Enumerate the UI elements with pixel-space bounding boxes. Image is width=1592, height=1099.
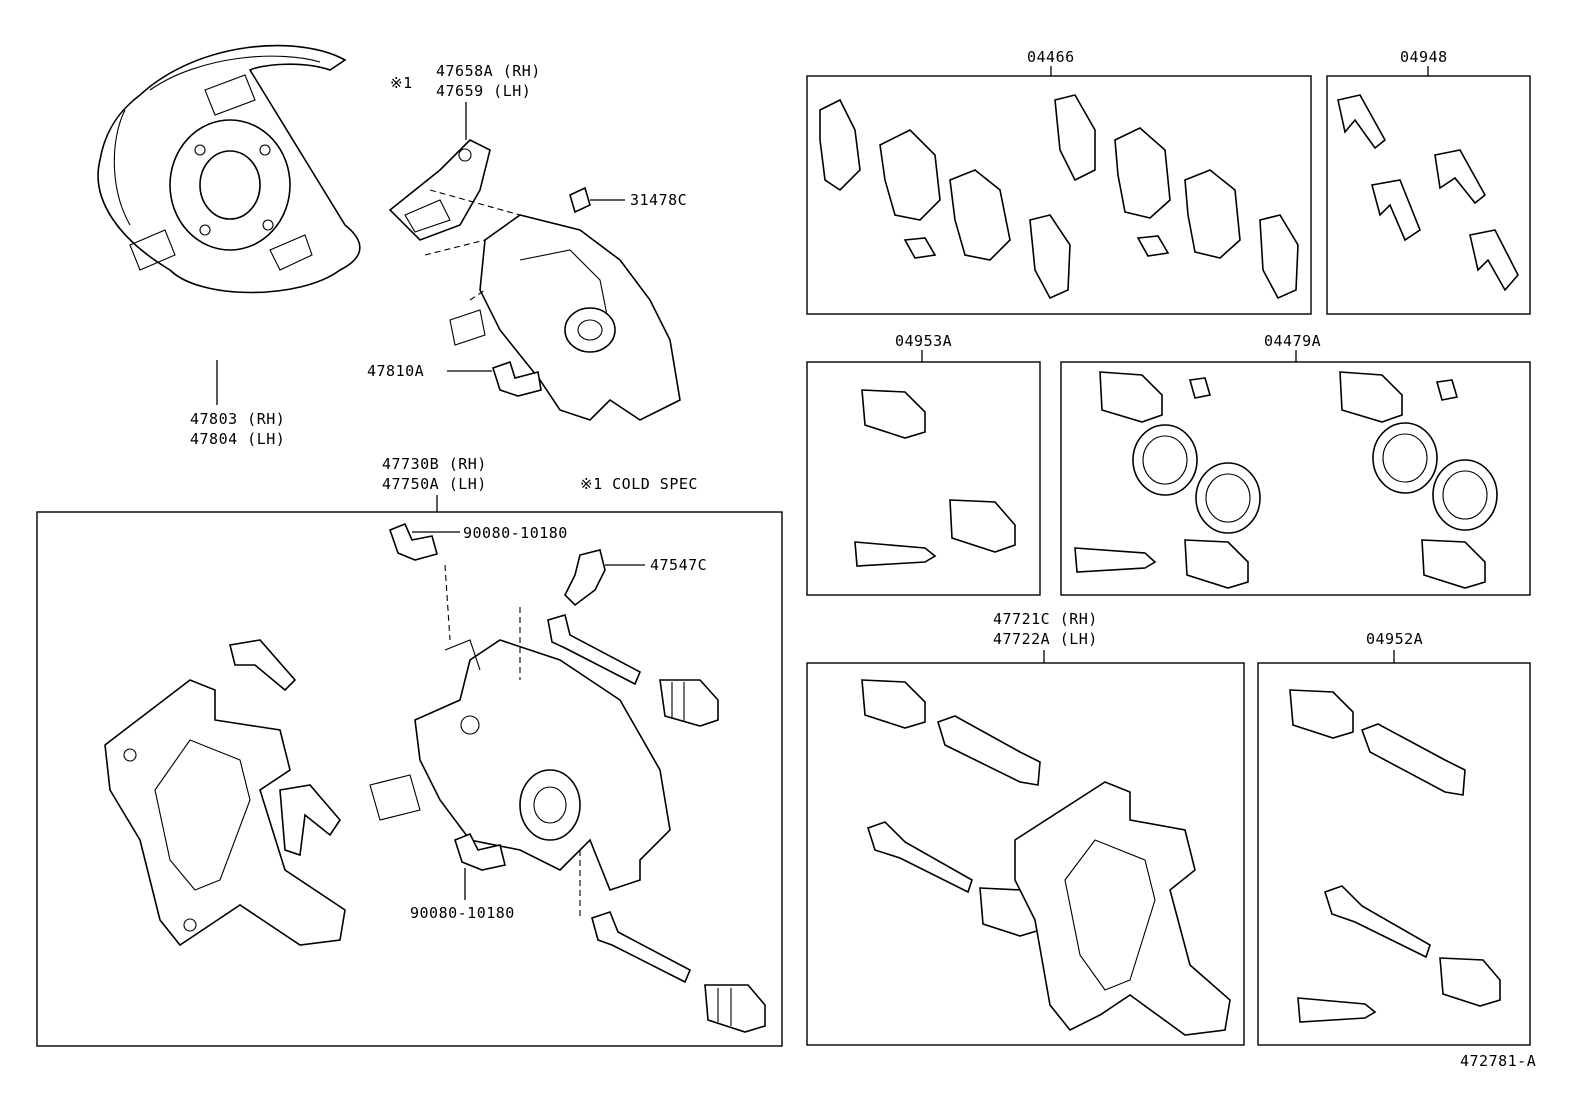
bolt-upper-label: 90080-10180 bbox=[463, 524, 568, 542]
bleeder-cap-label: 31478C bbox=[630, 191, 687, 209]
cylinder-assy-label-rh: 47730B (RH) bbox=[382, 455, 487, 473]
boot-kit-pins-box bbox=[1257, 662, 1531, 1046]
mounting-assy-box bbox=[806, 662, 1245, 1046]
caliper-bolt-top-part[interactable] bbox=[492, 360, 542, 397]
boot-kit-pins-parts[interactable] bbox=[1289, 689, 1501, 1023]
pad-kit-label: 04466 bbox=[1027, 48, 1075, 66]
boot-kit-small-label: 04953A bbox=[895, 332, 952, 350]
boot-kit-small-box bbox=[806, 361, 1041, 596]
dust-cover-label-lh: 47804 (LH) bbox=[190, 430, 285, 448]
shim-kit-parts[interactable] bbox=[1337, 94, 1519, 292]
cylinder-kit-label: 04479A bbox=[1264, 332, 1321, 350]
boot-kit-pins-label: 04952A bbox=[1366, 630, 1423, 648]
bleeder-cap-part[interactable] bbox=[569, 186, 591, 214]
cold-mark-top: ※1 bbox=[390, 74, 413, 92]
cylinder-assy-label-lh: 47750A (LH) bbox=[382, 475, 487, 493]
slide-pin-upper[interactable] bbox=[547, 613, 642, 686]
mounting-assy-label-lh: 47722A (LH) bbox=[993, 630, 1098, 648]
caliper-mounting-left[interactable] bbox=[104, 679, 346, 947]
diagram-id: 472781-A bbox=[1460, 1052, 1536, 1070]
bleeder-plug-part[interactable] bbox=[564, 549, 606, 607]
caliper-assembly-top[interactable] bbox=[449, 214, 681, 421]
caliper-body-part[interactable] bbox=[369, 639, 671, 891]
caliper-bolt-top-label: 47810A bbox=[367, 362, 424, 380]
mounting-assy-parts[interactable] bbox=[861, 679, 1231, 1036]
cylinder-kit-box bbox=[1060, 361, 1531, 596]
pad-kit-parts[interactable] bbox=[819, 94, 1299, 300]
shim-kit-label: 04948 bbox=[1400, 48, 1448, 66]
shim-kit-box bbox=[1326, 75, 1531, 315]
bracket-label-lh: 47659 (LH) bbox=[436, 82, 531, 100]
bolt-lower-label: 90080-10180 bbox=[410, 904, 515, 922]
pad-shim-clip-left-top[interactable] bbox=[229, 639, 297, 692]
cylinder-assy-box bbox=[36, 511, 783, 1047]
pin-boot-upper[interactable] bbox=[659, 679, 719, 727]
bolt-lower-part[interactable] bbox=[454, 832, 506, 871]
dust-cover-part[interactable]: 47803 (RH) 47804 (LH) bbox=[97, 44, 361, 448]
mounting-assy-label-rh: 47721C (RH) bbox=[993, 610, 1098, 628]
bolt-upper-part[interactable] bbox=[388, 522, 438, 561]
pin-boot-lower[interactable] bbox=[704, 984, 766, 1033]
cylinder-kit-parts[interactable] bbox=[1074, 371, 1498, 589]
parking-brake-bracket-part[interactable] bbox=[388, 139, 491, 241]
dust-cover-label-rh: 47803 (RH) bbox=[190, 410, 285, 428]
boot-kit-small-parts[interactable] bbox=[854, 389, 1016, 567]
pad-kit-box bbox=[806, 75, 1312, 315]
bleeder-plug-label: 47547C bbox=[650, 556, 707, 574]
bracket-label-rh: 47658A (RH) bbox=[436, 62, 541, 80]
cold-spec-note: ※1 COLD SPEC bbox=[580, 475, 698, 493]
slide-pin-lower[interactable] bbox=[591, 911, 692, 984]
pad-shim-clip-left-bottom[interactable] bbox=[279, 784, 342, 857]
